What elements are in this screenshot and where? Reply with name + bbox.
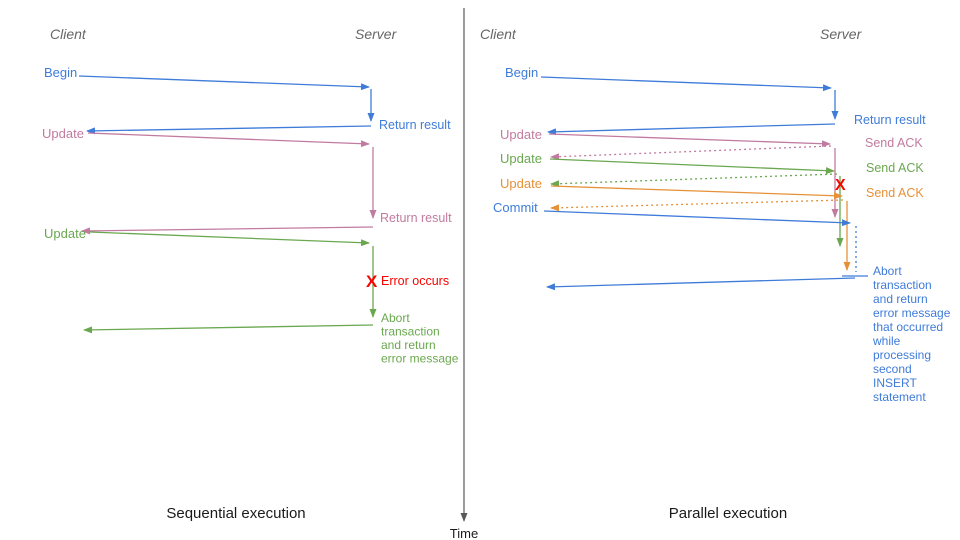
caption-left: Sequential execution	[166, 505, 305, 522]
abort-note-right-line-8: second	[873, 362, 912, 376]
abort-note-right-line-7: processing	[873, 348, 931, 362]
abort-return-left-arrow	[83, 324, 374, 334]
update3-label-right: Update	[500, 176, 542, 191]
update1-label-left: Update	[42, 126, 84, 141]
abort-note-right-line-3: and return	[873, 292, 928, 306]
update3-request-right-arrow	[550, 185, 843, 200]
client-header-left: Client	[50, 26, 87, 42]
update1-label-right: Update	[500, 127, 542, 142]
abort-note-right-line-5: that occurred	[873, 320, 943, 334]
abort-note-left-line-2: transaction	[381, 325, 440, 339]
begin-request-left-arrow	[78, 75, 370, 91]
update2-request-left-arrow	[89, 231, 370, 247]
abort-note-left-line-4: error message	[381, 352, 459, 366]
server-header-right: Server	[820, 26, 863, 42]
update1-request-right-arrow	[548, 133, 831, 148]
ack1-return-right-arrow	[550, 145, 832, 161]
caption-right: Parallel execution	[669, 505, 787, 522]
client-header-right: Client	[480, 26, 517, 42]
send-ack-orange: Send ACK	[866, 186, 924, 200]
send-ack-pink: Send ACK	[865, 136, 923, 150]
time-label: Time	[450, 526, 478, 540]
abort-note-right-line-1: Abort	[873, 264, 902, 278]
return-result-line2-left-arrow	[81, 226, 374, 235]
error-x-right: X	[835, 177, 846, 194]
ack2-return-right-arrow	[550, 173, 838, 188]
abort-note-right-line-10: statement	[873, 390, 926, 404]
commit-label-right: Commit	[493, 200, 538, 215]
return-result1-left: Return result	[379, 118, 451, 132]
commit-request-right-arrow	[543, 210, 851, 227]
server-header-left: Server	[355, 26, 398, 42]
abort-note-right-line-6: while	[872, 334, 901, 348]
error-x-left: X	[366, 272, 378, 291]
abort-return-right-arrow	[546, 277, 856, 291]
return-result2-left: Return result	[380, 211, 452, 225]
update2-label-left: Update	[44, 226, 86, 241]
abort-note-left-line-3: and return	[381, 338, 436, 352]
abort-note-left-line-1: Abort	[381, 311, 410, 325]
send-ack-green: Send ACK	[866, 161, 924, 175]
abort-note-right-line-4: error message	[873, 306, 951, 320]
begin-label-left: Begin	[44, 65, 77, 80]
return-result-right: Return result	[854, 113, 926, 127]
begin-label-right: Begin	[505, 65, 538, 80]
update2-label-right: Update	[500, 151, 542, 166]
return-result-line-right-arrow	[547, 123, 836, 136]
update1-request-left-arrow	[87, 132, 370, 148]
ack3-return-right-arrow	[550, 199, 844, 212]
return-result-line1-left-arrow	[86, 125, 372, 135]
update2-request-right-arrow	[549, 158, 835, 175]
error-occurs-label: Error occurs	[381, 274, 449, 288]
begin-request-right-arrow	[540, 76, 832, 92]
abort-note-right-line-2: transaction	[873, 278, 932, 292]
abort-note-right-line-9: INSERT	[873, 376, 917, 390]
